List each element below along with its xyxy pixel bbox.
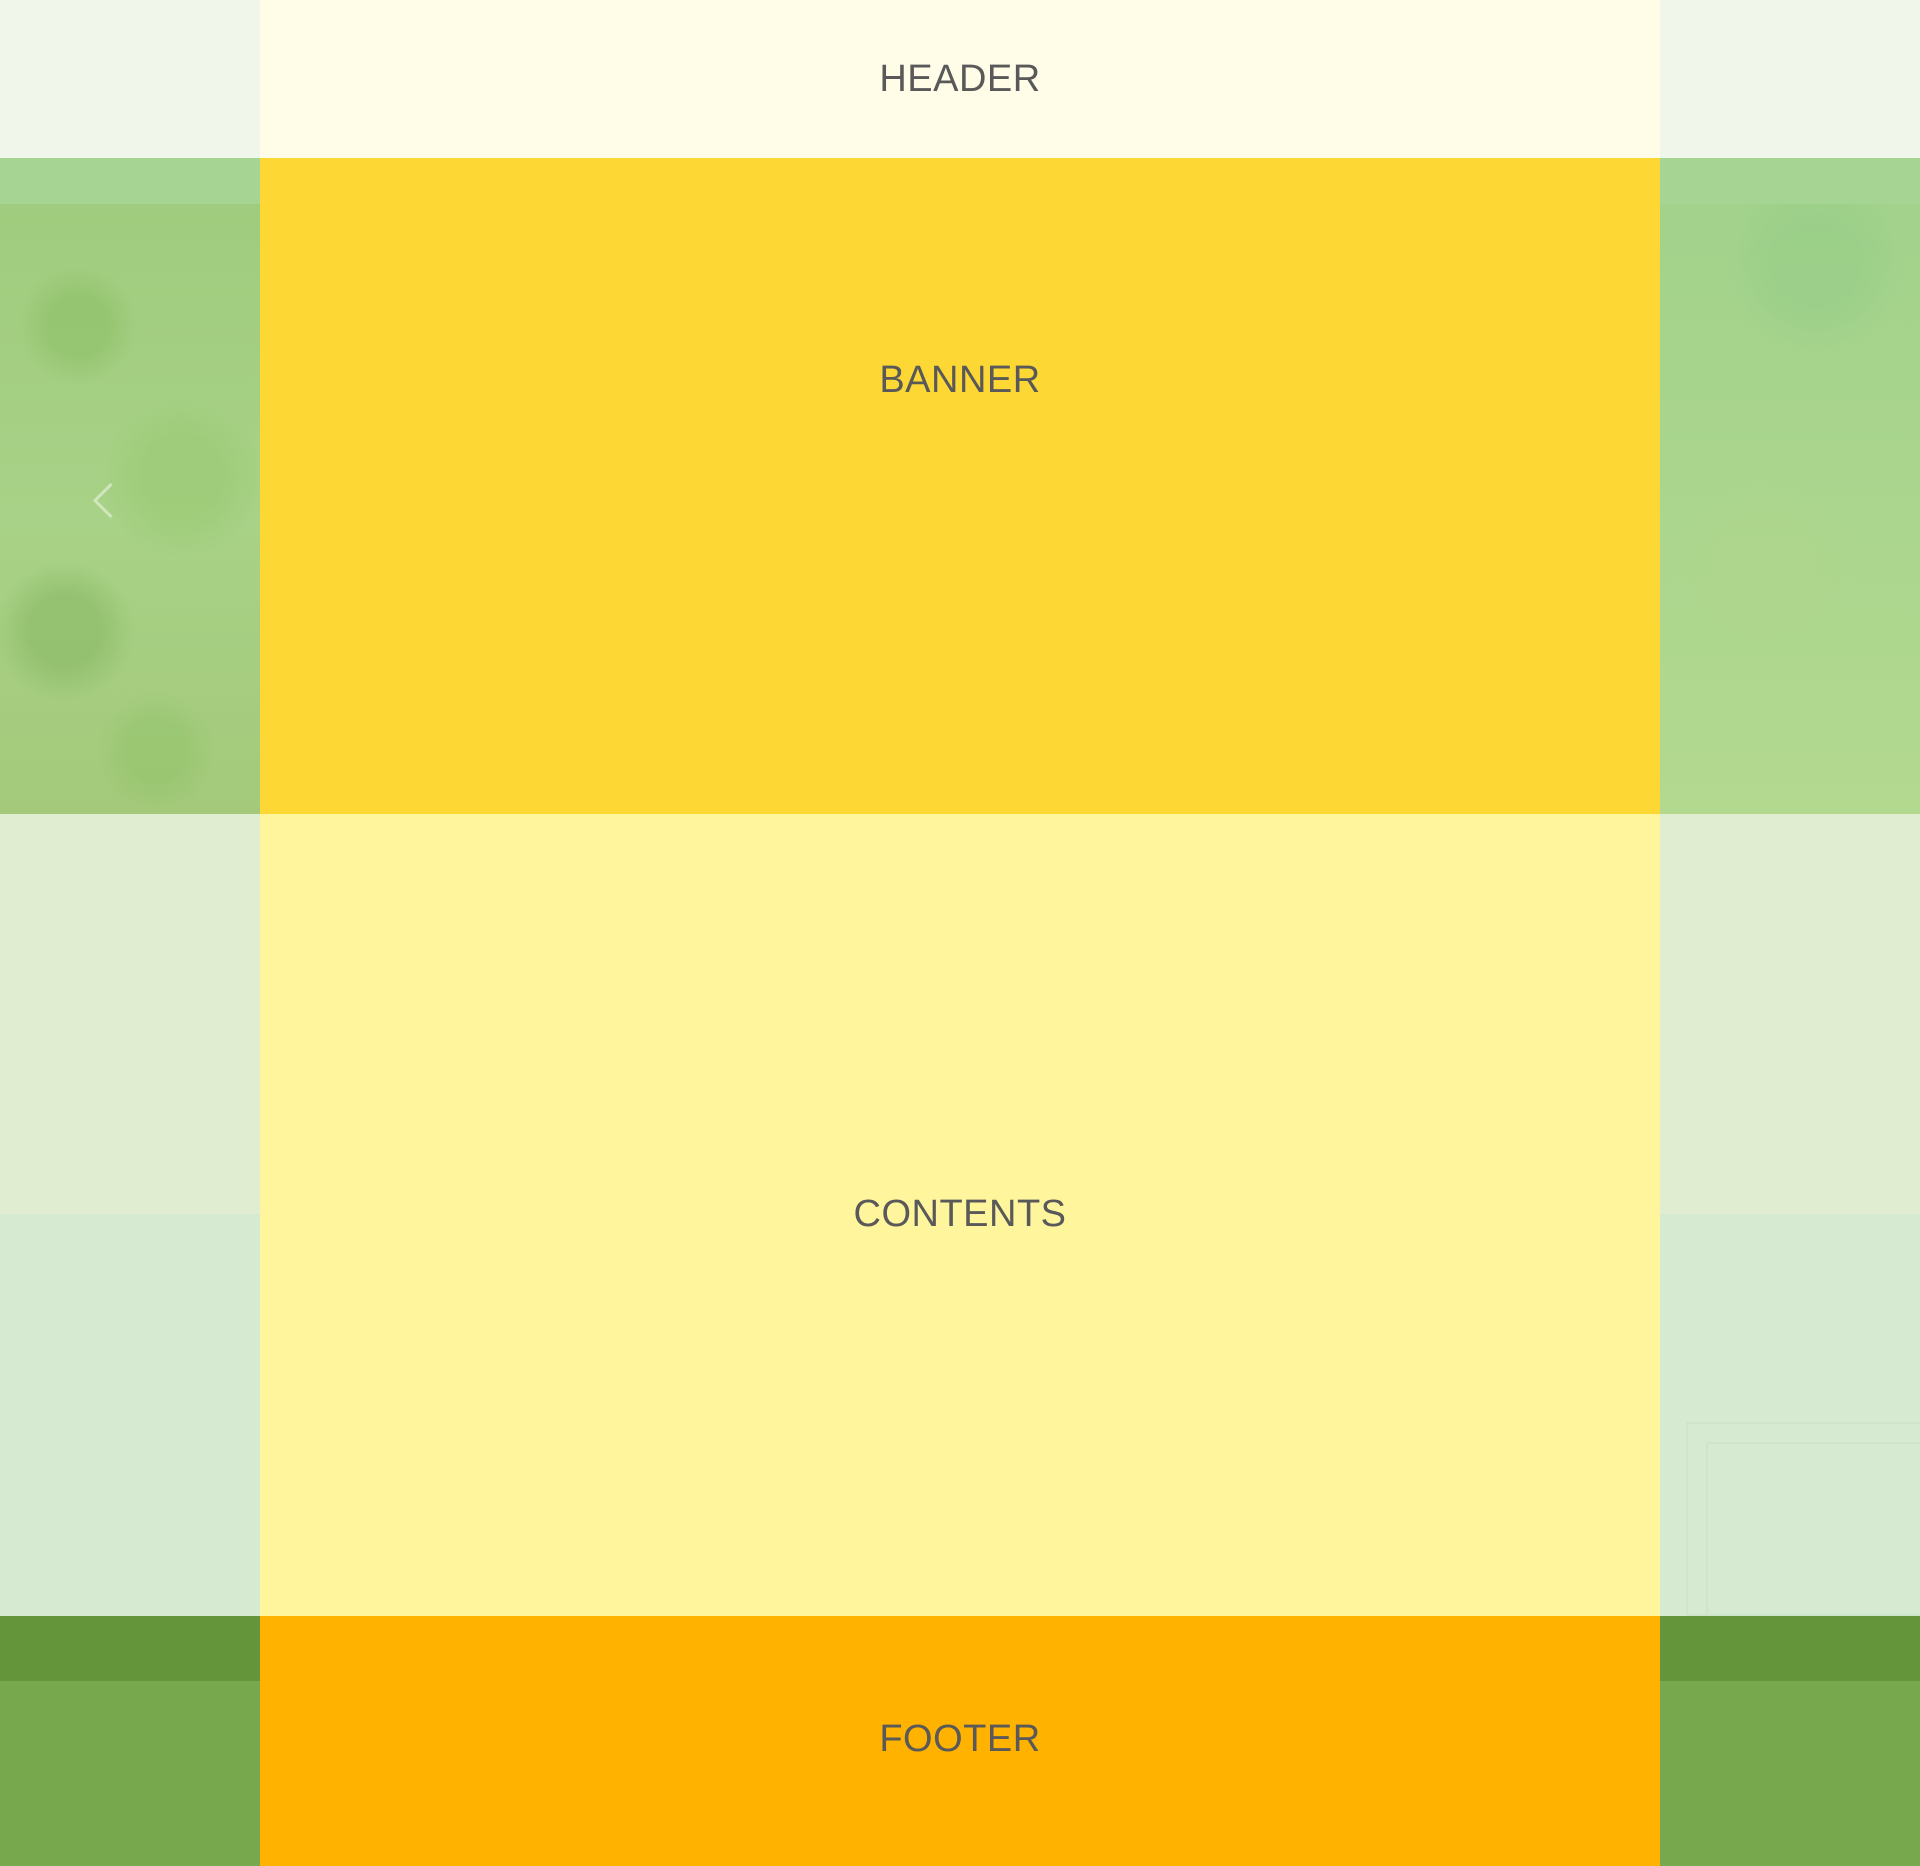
banner-section: BANNER bbox=[260, 158, 1660, 814]
banner-label: BANNER bbox=[879, 359, 1041, 401]
footer-label: FOOTER bbox=[879, 1718, 1041, 1760]
banner-foliage-left bbox=[0, 204, 260, 814]
contents-label: CONTENTS bbox=[853, 1193, 1067, 1235]
contents-section: CONTENTS bbox=[260, 814, 1660, 1616]
faded-logo-frame-inner bbox=[1706, 1442, 1920, 1616]
header-label: HEADER bbox=[879, 58, 1041, 100]
banner-foliage-right bbox=[1660, 204, 1920, 814]
footer-section: FOOTER bbox=[260, 1616, 1660, 1866]
header-section: HEADER bbox=[260, 0, 1660, 158]
